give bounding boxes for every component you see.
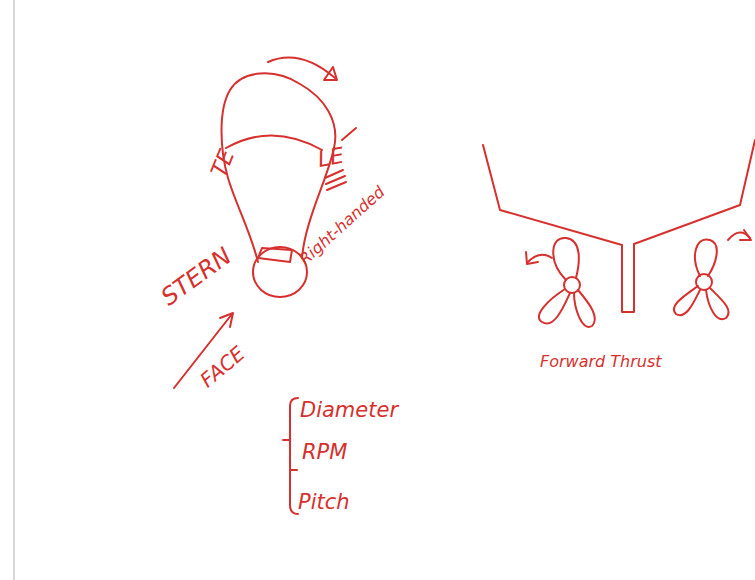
edge-label: TE <box>208 147 239 181</box>
arrow-head <box>526 252 538 264</box>
underline-mark <box>325 170 346 190</box>
hull-stern <box>483 140 755 312</box>
arrow-head <box>220 313 233 327</box>
page-edge <box>13 0 15 580</box>
parameter-label: RPM <box>302 442 347 463</box>
arrow-head <box>324 67 337 80</box>
parameter-label: Pitch <box>298 492 350 513</box>
blade-section-line <box>226 135 322 150</box>
view-label: STERN <box>157 243 236 309</box>
bracket <box>283 398 298 514</box>
tick-mark <box>342 128 356 140</box>
arrow-head <box>740 230 751 240</box>
caption-label: Forward Thrust <box>540 354 662 370</box>
rotation-arrow <box>528 255 552 262</box>
hand-label: Right-handed <box>297 184 388 268</box>
left-propeller <box>539 238 595 327</box>
parameter-label: Diameter <box>300 400 398 421</box>
right-propeller <box>674 239 729 319</box>
blade-root <box>258 248 292 262</box>
edge-label: LE <box>316 145 346 171</box>
blade-outline <box>222 73 336 262</box>
